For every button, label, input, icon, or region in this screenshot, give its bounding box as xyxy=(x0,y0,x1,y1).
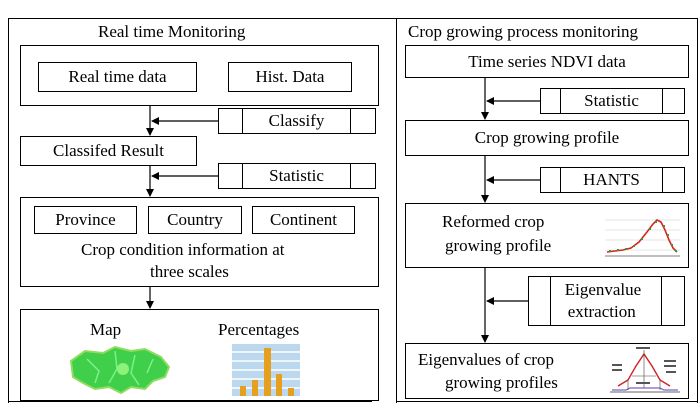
eigen-step-line1: Eigenvalue xyxy=(564,280,642,299)
real-time-data-label: Real time data xyxy=(68,67,167,86)
right-statistic-step: Statistic xyxy=(540,88,685,114)
real-time-data-box: Real time data xyxy=(38,62,197,92)
country-box: Country xyxy=(148,206,242,234)
eigen-extraction-step: Eigenvalue extraction xyxy=(528,276,685,326)
eigen-result-line2: growing profiles xyxy=(445,373,558,392)
classified-result-box: Classifed Result xyxy=(20,136,197,166)
classify-step: Classify xyxy=(218,108,376,134)
column-divider xyxy=(396,18,397,403)
continent-label: Continent xyxy=(269,210,338,229)
eigen-annotation-marks xyxy=(612,347,676,384)
tag-spacer xyxy=(219,109,243,133)
left-statistic-label: Statistic xyxy=(243,164,352,188)
classified-result-label: Classifed Result xyxy=(53,141,164,160)
map-highlight xyxy=(117,363,129,375)
bottom-line-left xyxy=(8,401,372,402)
reformed-line2: growing profile xyxy=(445,236,552,255)
bottom-line-right xyxy=(396,401,698,402)
eigen-baseline xyxy=(612,387,678,391)
tag-spacer xyxy=(541,168,561,192)
ndvi-box: Time series NDVI data xyxy=(405,45,689,78)
continent-box: Continent xyxy=(252,206,355,234)
eigen-step-line2: extraction xyxy=(567,302,636,321)
right-title: Crop growing process monitoring xyxy=(408,22,638,41)
crop-profile-label: Crop growing profile xyxy=(474,128,620,147)
eigen-extraction-label-cell: Eigenvalue extraction xyxy=(551,277,663,325)
hist-data-box: Hist. Data xyxy=(228,62,352,92)
eigen-result-line1: Eigenvalues of crop xyxy=(418,350,554,369)
province-label: Province xyxy=(55,210,116,229)
chart-bars xyxy=(240,348,294,396)
tag-spacer xyxy=(529,277,551,325)
reformed-line1: Reformed crop xyxy=(442,212,545,231)
hist-data-label: Hist. Data xyxy=(255,67,325,86)
crop-condition-line1: Crop condition information at xyxy=(81,240,285,259)
profile-fitted-curve xyxy=(606,219,678,253)
map-label: Map xyxy=(90,320,122,339)
profile-points xyxy=(609,221,677,252)
eigen-guide-lines xyxy=(627,350,661,390)
crop-profile-box: Crop growing profile xyxy=(405,120,689,156)
eigenvalue-diagram-image xyxy=(608,346,682,398)
hants-label: HANTS xyxy=(561,168,664,192)
ndvi-label: Time series NDVI data xyxy=(468,51,626,71)
left-statistic-step: Statistic xyxy=(218,163,376,189)
classify-label: Classify xyxy=(243,109,352,133)
tag-spacer xyxy=(219,164,243,188)
percentages-label: Percentages xyxy=(218,320,300,339)
hants-step: HANTS xyxy=(540,167,685,193)
percentages-image xyxy=(232,344,300,396)
left-title: Real time Monitoring xyxy=(98,22,246,41)
tag-spacer xyxy=(541,89,561,113)
crop-condition-line2: three scales xyxy=(150,262,229,281)
country-label: Country xyxy=(167,210,223,229)
reformed-profile-image xyxy=(605,210,680,262)
right-statistic-label: Statistic xyxy=(561,89,664,113)
province-box: Province xyxy=(34,206,137,234)
map-image xyxy=(69,345,171,395)
